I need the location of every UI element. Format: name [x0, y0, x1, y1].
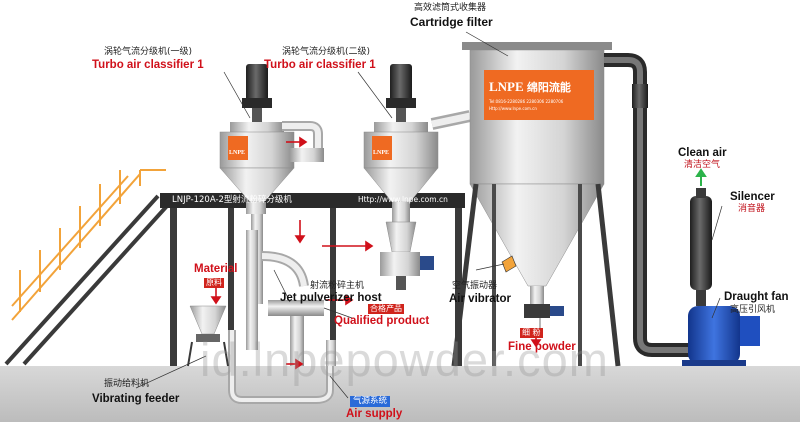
clean-air-en: Clean air — [678, 147, 727, 159]
classifier-1-body — [219, 64, 295, 304]
platform-url: Http://www.lnpe.com.cn — [358, 195, 448, 204]
access-ladder — [4, 169, 178, 366]
qualified-product-en: Qualified product — [334, 315, 430, 327]
silencer-cn: 消音器 — [738, 204, 766, 214]
platform-model-title: LNJP-120A-2型射流粉碎分级机 — [172, 195, 292, 205]
cartridge-filter-cn: 高效滤筒式收集器 — [414, 3, 487, 13]
panel-brand-cn: 绵阳流能 — [526, 82, 571, 94]
silencer-body — [690, 188, 712, 306]
draught-fan-body — [682, 306, 760, 366]
jet-pulverizer-cn: 射流粉碎主机 — [310, 281, 365, 291]
clean-air-cn: 清洁空气 — [684, 160, 721, 170]
cartridge-filter-en: Cartridge filter — [410, 15, 493, 29]
fine-powder-cn-tag: 细 粉 — [520, 328, 543, 338]
vibrating-feeder-en: Vibrating feeder — [92, 393, 180, 405]
jet-pulverizer-body — [228, 230, 336, 404]
jet-pulverizer-en: Jet pulverizer host — [280, 292, 382, 304]
draught-fan-en: Draught fan — [724, 291, 789, 303]
turbo-classifier-2-en: Turbo air classifier 1 — [264, 59, 376, 71]
material-cn-tag: 原料 — [204, 278, 224, 288]
panel-contact: Tel:0816-2280286 2280306 2280706 — [489, 99, 564, 104]
material-en: Material — [194, 263, 238, 275]
panel-brand: LNPE — [489, 79, 524, 94]
classifier-2-logo: LNPE — [373, 150, 390, 156]
duct-classifier-link — [282, 121, 324, 162]
exhaust-duct — [604, 53, 690, 357]
panel-url: Http://www.lnpe.com.cn — [489, 106, 537, 111]
turbo-classifier-1-en: Turbo air classifier 1 — [92, 59, 204, 71]
qualified-product-cn-tag: 合格产品 — [368, 304, 404, 314]
duct-to-filter — [430, 110, 472, 130]
cartridge-filter-body — [451, 42, 621, 367]
site-watermark: id.lnpepowder.com — [200, 333, 609, 386]
vibrating-feeder-body — [187, 305, 229, 367]
classifier-2-body — [363, 64, 439, 290]
draught-fan-cn: 高压引风机 — [730, 305, 776, 315]
ground-slab — [0, 366, 800, 422]
vibrating-feeder-cn: 振动给料机 — [104, 379, 150, 389]
silencer-en: Silencer — [730, 191, 775, 203]
air-supply-en: Air supply — [346, 408, 403, 420]
air-vibrator-en: Air vibrator — [449, 293, 511, 305]
turbo-classifier-2-cn: 涡轮气流分级机(二级) — [282, 47, 371, 57]
fine-powder-en: Fine powder — [508, 341, 576, 353]
classifier-1-logo: LNPE — [229, 150, 246, 156]
air-supply-cn-tag: 气源系统 — [350, 396, 391, 407]
turbo-classifier-1-cn: 涡轮气流分级机(一级) — [104, 47, 193, 57]
air-vibrator-cn: 空气振动器 — [452, 281, 498, 291]
